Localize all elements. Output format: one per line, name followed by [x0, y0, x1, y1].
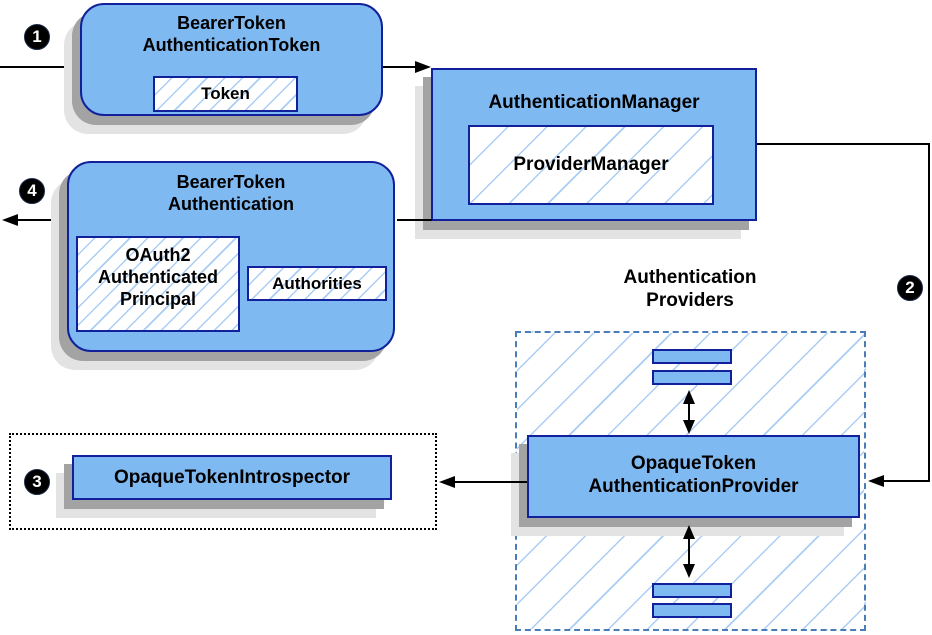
double-arrow-top-line	[688, 400, 690, 424]
double-arrow-bottom-line	[688, 535, 690, 567]
opaque-token-authentication-provider-title-line1: OpaqueToken	[630, 453, 757, 474]
opaque-token-authentication-provider-title-line2: AuthenticationProvider	[588, 476, 799, 497]
authentication-providers-heading-line2: Providers	[646, 290, 734, 311]
principal-line1: OAuth2	[125, 245, 191, 265]
provider-manager-inner-box: ProviderManager	[468, 125, 714, 205]
step2-badge: 2	[897, 275, 923, 301]
flow2-line-vertical	[928, 143, 930, 482]
provider-placeholder-top-2	[652, 370, 732, 385]
authentication-providers-heading-line1: Authentication	[623, 267, 757, 288]
authentication-manager-title: AuthenticationManager	[488, 92, 700, 113]
double-arrow-bottom-down-icon	[683, 564, 695, 578]
bearer-token-authentication-title-line2: Authentication	[168, 194, 294, 214]
double-arrow-bottom-up-icon	[683, 525, 695, 539]
flow4-arrowhead-icon	[2, 214, 18, 226]
flow1-arrowhead-icon	[415, 61, 431, 73]
flow3-line	[453, 481, 527, 483]
bearer-token-authentication-title-line1: BearerToken	[176, 172, 286, 192]
flow2-line-bottom	[884, 480, 930, 482]
flow1-request-line	[0, 66, 80, 68]
flow3-arrowhead-icon	[439, 476, 455, 488]
step4-badge: 4	[19, 178, 45, 204]
principal-line2: Authenticated	[97, 267, 218, 287]
principal-line3: Principal	[119, 289, 197, 309]
bearer-token-authentication-token-title-line2: AuthenticationToken	[142, 35, 321, 55]
step1-badge: 1	[24, 24, 50, 50]
double-arrow-top-up-icon	[683, 390, 695, 404]
opaque-token-introspector-node: OpaqueTokenIntrospector	[72, 455, 392, 500]
authentication-providers-heading: Authentication Providers	[557, 266, 823, 312]
bearer-token-authentication-token-title-line1: BearerToken	[177, 13, 286, 33]
flow4-line-left	[14, 219, 68, 221]
opaque-token-authentication-provider-node: OpaqueToken AuthenticationProvider	[527, 435, 860, 518]
authorities-inner-box: Authorities	[247, 266, 387, 301]
oauth2-authenticated-principal-inner-box: OAuth2 Authenticated Principal	[76, 236, 240, 332]
provider-placeholder-bottom-2	[652, 603, 732, 618]
flow2-arrowhead-icon	[868, 475, 884, 487]
double-arrow-top-down-icon	[683, 420, 695, 434]
provider-placeholder-top-1	[652, 349, 732, 364]
flow1-arrow-line	[383, 66, 417, 68]
step3-badge: 3	[24, 469, 50, 495]
provider-placeholder-bottom-1	[652, 583, 732, 598]
flow4-line-right	[397, 219, 432, 221]
token-inner-box: Token	[153, 76, 298, 112]
flow2-line-top	[757, 143, 930, 145]
